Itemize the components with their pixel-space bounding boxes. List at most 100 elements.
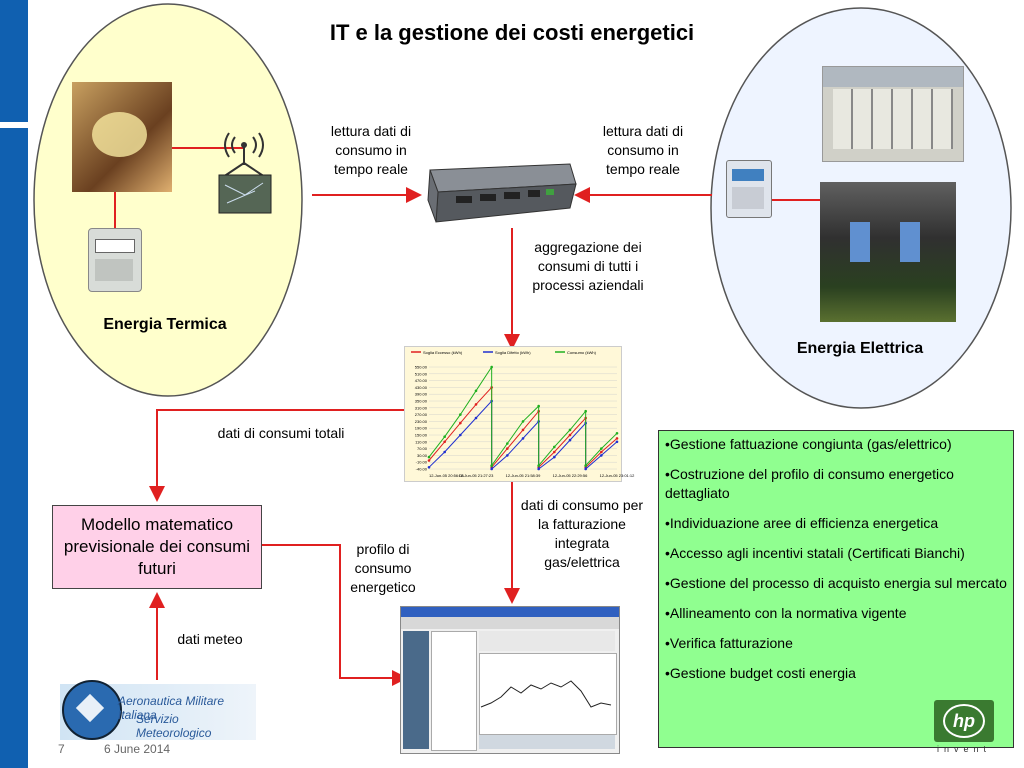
furnace-photo [72, 82, 172, 192]
label-billing-data: dati di consumo per la fatturazione inte… [520, 497, 644, 570]
data-point [568, 433, 572, 437]
benefit-item: •Verifica fatturazione [665, 635, 793, 651]
sidebar-stripe [0, 0, 28, 768]
x-tick-label: 12-Jun-05 21:58:39 [506, 473, 541, 478]
data-point [459, 421, 462, 425]
data-point [553, 450, 556, 454]
label-reading-left: lettura dati di consumo in tempo reale [330, 123, 412, 177]
y-tick-label: 390.00 [415, 392, 428, 397]
y-tick-label: -40.00 [416, 467, 428, 472]
benefit-item: •Gestione budget costi energia [665, 665, 856, 681]
y-tick-label: 30.00 [417, 453, 428, 458]
y-tick-label: -10.00 [416, 460, 428, 465]
software-screenshot [400, 606, 620, 754]
electric-meter-icon [726, 160, 772, 218]
electric-energy-label: Energia Elettrica [796, 340, 924, 357]
data-point [427, 466, 431, 469]
data-point [568, 428, 572, 432]
y-tick-label: 150.00 [415, 433, 428, 438]
consumption-chart: Soglia Eccesso (kWh) Soglia Difetto (kWh)… [404, 346, 635, 482]
x-tick-label: 12-Jun-05 23:01:12 [600, 473, 635, 478]
data-point [521, 420, 525, 423]
data-point [584, 409, 587, 413]
data-point [443, 440, 446, 444]
data-point [553, 455, 556, 459]
benefit-item: •Accesso agli incentivi statali (Certifi… [665, 545, 965, 561]
data-logger-device-icon [420, 160, 578, 228]
data-point [443, 435, 446, 438]
switchgear-photo [822, 66, 964, 162]
legend-entry: Soglia Difetto (kWh) [495, 350, 531, 355]
data-point [443, 450, 446, 454]
y-tick-label: 190.00 [415, 426, 428, 431]
data-point [553, 445, 556, 449]
meteo-logo-line2: Servizio Meteorologico [136, 712, 212, 740]
data-point [490, 365, 493, 369]
y-tick-label: 350.00 [415, 399, 428, 404]
data-point [584, 467, 587, 471]
benefit-item: •Individuazione aree di efficienza energ… [665, 515, 939, 531]
data-point [506, 447, 509, 450]
benefit-item: •Allineamento con la normativa vigente [665, 605, 907, 621]
consumption-chart-svg: Soglia Eccesso (kWh) Soglia Difetto (kWh)… [411, 350, 635, 478]
page-number: 7 [58, 742, 65, 756]
data-point [568, 438, 572, 442]
data-point [615, 440, 619, 444]
y-tick-label: 510.00 [415, 371, 428, 376]
meteo-logo: Aeronautica Militare Italiana Servizio M… [60, 680, 256, 740]
label-aggregation: aggregazione dei consumi di tutti i proc… [532, 239, 644, 293]
data-point [459, 433, 462, 437]
page-title: IT e la gestione dei costi energetici [329, 20, 695, 45]
hp-logo-text: hp [943, 704, 985, 738]
data-point [584, 464, 587, 467]
x-tick-label: 12-Jun-05 20:56:06 [429, 473, 464, 478]
data-point [427, 455, 431, 459]
arrow-chart-model [149, 409, 404, 502]
hp-logo-icon: hp [934, 700, 994, 742]
data-point [600, 454, 603, 457]
y-tick-label: 230.00 [415, 419, 428, 424]
gas-meter-icon [88, 228, 142, 292]
gateway-device-icon [215, 125, 273, 215]
legend-entry: Soglia Eccesso (kWh) [423, 350, 463, 355]
benefit-item: •Gestione fattuazione congiunta (gas/ele… [665, 436, 952, 452]
y-tick-label: 310.00 [415, 405, 428, 410]
thermal-energy-label: Energia Termica [103, 316, 227, 333]
benefits-list: •Gestione fattuazione congiunta (gas/ele… [658, 430, 1014, 748]
y-tick-label: 70.00 [417, 446, 428, 451]
benefit-item: •Gestione del processo di acquisto energ… [665, 575, 1007, 591]
benefit-item: •Costruzione del profilo di consumo ener… [665, 466, 954, 501]
label-total-data: dati di consumi totali [217, 425, 345, 441]
y-tick-label: 470.00 [415, 378, 428, 383]
data-point [506, 442, 509, 445]
data-point [615, 437, 619, 440]
arrow-model-software [262, 544, 408, 686]
data-point [537, 404, 540, 408]
y-tick-label: 550.00 [415, 365, 428, 370]
label-reading-right: lettura dati di consumo in tempo reale [602, 123, 684, 177]
forecast-model-box: Modello matematico previsionale dei cons… [52, 505, 262, 589]
x-tick-label: 12-Jun-05 22:29:56 [553, 473, 588, 478]
data-point [521, 437, 525, 440]
hp-tagline: invent [936, 744, 992, 754]
data-point [600, 447, 603, 450]
label-profile: profilo di consumo energetico [350, 541, 416, 595]
data-point [474, 416, 478, 420]
data-point [490, 467, 493, 471]
data-point [537, 464, 540, 467]
data-point [490, 464, 493, 467]
data-point [474, 403, 478, 406]
series-line [428, 365, 618, 468]
y-tick-label: 430.00 [415, 385, 428, 390]
label-weather: dati meteo [177, 631, 243, 647]
legend-entry: Consumo (kWh) [567, 350, 597, 355]
circuit-board-photo [820, 182, 956, 322]
compass-emblem-icon [62, 680, 122, 740]
x-tick-label: 12-Jun-05 21:27:23 [459, 473, 494, 478]
meteo-logo-line1: Aeronautica Militare Italiana [118, 694, 225, 722]
data-point [427, 459, 431, 462]
data-point [615, 432, 619, 435]
footer-date: 6 June 2014 [104, 742, 171, 756]
y-tick-label: 110.00 [415, 439, 428, 444]
